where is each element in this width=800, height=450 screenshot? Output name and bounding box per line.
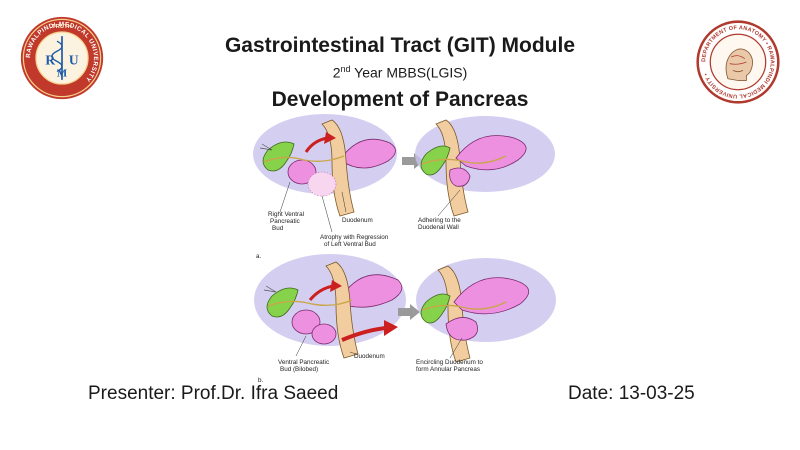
date-text: Date: 13-03-25 xyxy=(568,383,695,404)
label-adhering: Adhering to the xyxy=(418,217,461,224)
svg-text:Duodenal Wall: Duodenal Wall xyxy=(418,224,459,231)
panel-a: Right Ventral Pancreatic Bud Duodenum At… xyxy=(253,114,555,260)
svg-text:form Annular Pancreas: form Annular Pancreas xyxy=(416,366,480,373)
svg-text:of Left Ventral Bud: of Left Ventral Bud xyxy=(324,241,376,248)
svg-text:Bud (Bilobed): Bud (Bilobed) xyxy=(280,366,318,373)
panel-letter-a: a. xyxy=(256,253,262,260)
svg-text:Pancreatic: Pancreatic xyxy=(270,218,300,225)
panel-b: Ventral Pancreatic Bud (Bilobed) Duodenu… xyxy=(254,254,556,384)
logo-monogram-r: R xyxy=(45,53,55,68)
slide-topic-heading: Development of Pancreas xyxy=(271,88,529,111)
department-logo: DEPARTMENT OF ANATOMY • RAWALPINDI MEDIC… xyxy=(696,20,780,104)
pancreas-development-diagram: Right Ventral Pancreatic Bud Duodenum At… xyxy=(253,114,556,384)
logo-top-text: TRUTH xyxy=(52,24,72,30)
logo-monogram-u: U xyxy=(69,53,79,68)
label-atrophy: Atrophy with Regression xyxy=(320,234,389,241)
presenter-text: Presenter: Prof.Dr. Ifra Saeed xyxy=(88,383,339,404)
slide-title: Gastrointestinal Tract (GIT) Module xyxy=(224,34,576,57)
label-encircling: Encircling Duodenum to xyxy=(416,359,483,366)
label-duodenum-a: Duodenum xyxy=(342,217,373,224)
label-duodenum-b: Duodenum xyxy=(354,353,385,360)
label-right-ventral-bud: Right Ventral xyxy=(268,211,304,218)
label-ventral-bud-bilobed: Ventral Pancreatic xyxy=(278,359,329,366)
svg-text:Bud: Bud xyxy=(272,225,284,232)
panel-letter-b: b. xyxy=(258,377,264,384)
slide-subtitle: 2nd Year MBBS(LGIS) xyxy=(332,64,468,81)
logo-monogram-m: M xyxy=(57,67,67,79)
university-logo: RAWALPINDI MEDICAL UNIVERSITY TRUTH R M … xyxy=(20,16,104,100)
